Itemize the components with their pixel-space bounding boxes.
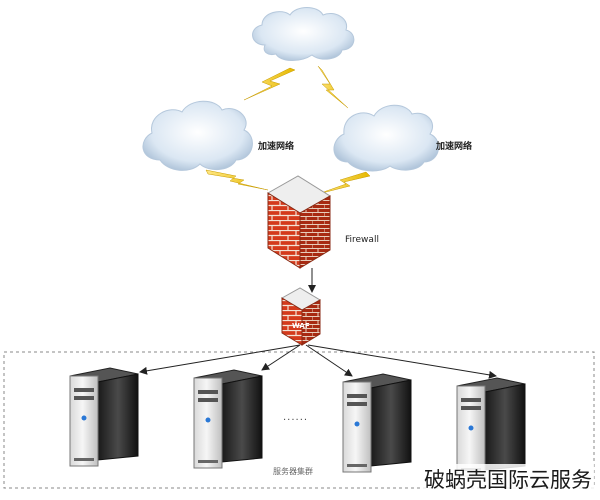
- firewall-label: Firewall: [345, 235, 379, 245]
- server-icon: [69, 367, 139, 467]
- firewall-icon: [267, 175, 331, 269]
- network-label-left: 加速网络: [258, 142, 295, 152]
- waf-label: WAF: [292, 322, 310, 330]
- waf-icon: [281, 287, 321, 346]
- lightning-bolt-icon: [317, 171, 371, 195]
- accelerated-network-cloud-icon: [333, 104, 439, 172]
- connector-arrows: [139, 344, 497, 379]
- watermark: 破蜗壳国际云服务: [422, 464, 594, 494]
- server-icon: [342, 373, 412, 473]
- network-label-right: 加速网络: [436, 142, 473, 152]
- server-cluster-label: 服务器集群: [273, 467, 313, 476]
- connector-arrow: [261, 344, 301, 371]
- server-icon: [456, 377, 526, 477]
- lightning-bolt-icon: [317, 65, 349, 109]
- lightning-bolt-icon: [205, 169, 269, 191]
- server-icon: [193, 369, 263, 469]
- connector-arrow: [305, 344, 353, 377]
- ellipsis-label: ......: [283, 412, 309, 423]
- lightning-bolt-icon: [243, 67, 296, 101]
- connector-arrow: [139, 344, 301, 375]
- server-cluster-box: [3, 351, 595, 489]
- internet-cloud-icon: [252, 7, 355, 61]
- accelerated-network-cloud-icon: [142, 100, 253, 171]
- connector-arrow: [307, 344, 497, 379]
